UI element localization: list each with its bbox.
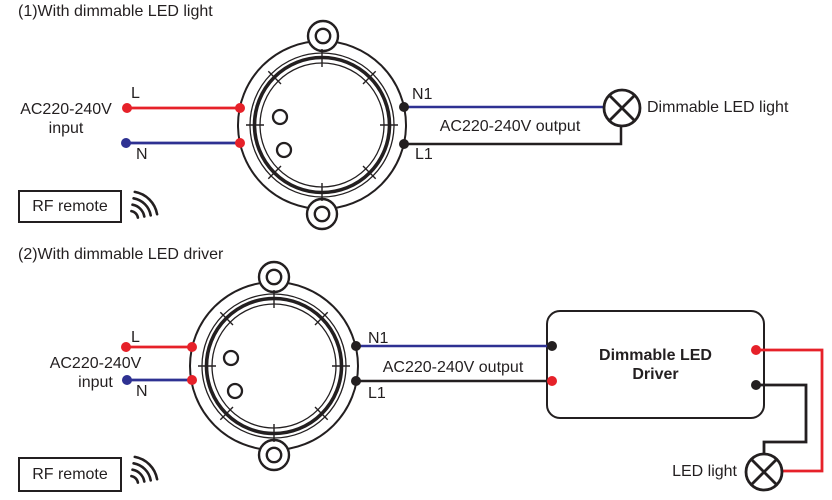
dimmer2-mounting-tab-bottom — [257, 438, 291, 472]
dimmer2-hole-2 — [226, 382, 244, 400]
section1-input-line1: AC220-240V — [20, 101, 112, 118]
section1-rf-remote-box: RF remote — [18, 190, 122, 223]
driver-input-neutral-dot — [547, 341, 557, 351]
dimmer-device-1 — [237, 19, 407, 231]
dimmer2-mounting-tab-top — [257, 260, 291, 294]
section1-title: (1)With dimmable LED light — [18, 3, 213, 20]
s2-live-terminal-dot — [187, 342, 197, 352]
driver-output-positive-wire — [756, 348, 824, 473]
s1-live-terminal-dot — [235, 103, 245, 113]
section1-out-live-label: L1 — [415, 146, 433, 163]
dimmer1-mounting-tab-bottom — [305, 197, 339, 231]
section2-live-label: L — [131, 329, 140, 346]
dimmer2-tick-marks — [198, 290, 350, 442]
section1-input-label: AC220-240V input — [14, 100, 118, 138]
dimmer1-mounting-tab-top — [306, 19, 340, 53]
section1-live-label: L — [131, 85, 140, 102]
s1-rf-waves-icon — [130, 190, 159, 219]
dimmer2-hole-1 — [222, 349, 240, 367]
section1-output-label: AC220-240V output — [439, 118, 581, 135]
dimmable-led-driver-label: Dimmable LED Driver — [599, 346, 712, 383]
dimmer-device-2 — [189, 260, 359, 472]
dimmable-led-driver-box: Dimmable LED Driver — [546, 310, 765, 419]
s1-n1-terminal-dot — [399, 102, 409, 112]
s1-live-input-dot — [122, 103, 132, 113]
s1-output-live-wire — [404, 127, 623, 146]
s2-l1-terminal-dot — [351, 376, 361, 386]
s2-live-input-dot — [121, 342, 131, 352]
section1-rf-remote-label: RF remote — [32, 197, 108, 215]
section1-load-label: Dimmable LED light — [647, 99, 789, 116]
section1-neutral-label: N — [136, 146, 148, 163]
dimmable-led-light-symbol — [602, 88, 642, 128]
section2-rf-remote-label: RF remote — [32, 465, 108, 483]
section2-out-neutral-label: N1 — [368, 330, 389, 347]
s1-neutral-terminal-dot — [235, 138, 245, 148]
driver-input-live-dot — [547, 376, 557, 386]
led-light-symbol — [744, 452, 784, 492]
section2-output-label: AC220-240V output — [382, 359, 524, 376]
dimmer1-hole-2 — [275, 141, 293, 159]
driver-output-positive-dot — [751, 345, 761, 355]
driver-output-negative-dot — [751, 380, 761, 390]
s2-neutral-terminal-dot — [187, 375, 197, 385]
s2-rf-waves-icon — [130, 455, 159, 484]
section2-load-label: LED light — [672, 463, 737, 480]
section2-input-line2: input — [78, 374, 113, 391]
section2-rf-remote-box: RF remote — [18, 457, 122, 492]
dimmer1-hole-1 — [271, 108, 289, 126]
section2-title: (2)With dimmable LED driver — [18, 246, 224, 263]
section1-input-line2: input — [48, 120, 84, 137]
dimmer1-tick-marks — [246, 49, 398, 201]
section2-out-live-label: L1 — [368, 385, 386, 402]
section2-input-line1: AC220-240V — [49, 355, 142, 372]
section1-out-neutral-label: N1 — [412, 86, 433, 103]
driver-output-negative-wire — [756, 383, 808, 454]
section2-input-label: AC220-240V input — [43, 354, 148, 392]
s2-neutral-input-dot — [122, 375, 132, 385]
section2-neutral-label: N — [136, 383, 148, 400]
s1-neutral-input-dot — [121, 138, 131, 148]
s2-n1-terminal-dot — [351, 341, 361, 351]
s1-l1-terminal-dot — [399, 139, 409, 149]
